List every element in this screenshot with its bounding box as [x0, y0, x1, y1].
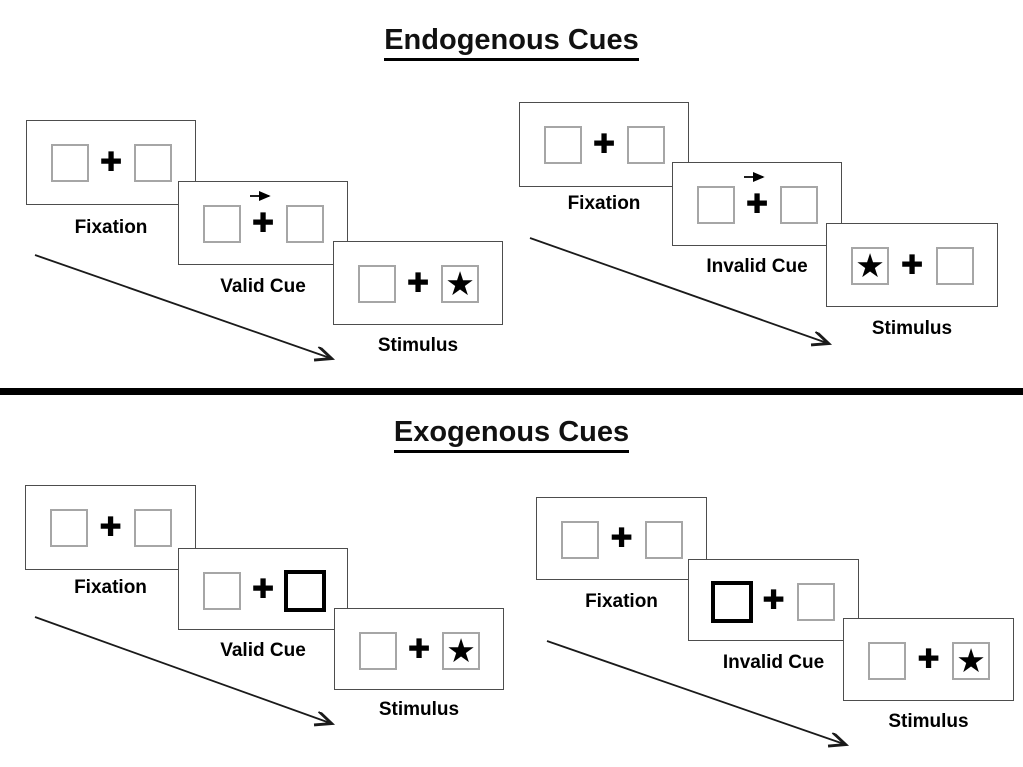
left-highlighted-box — [711, 581, 753, 623]
stimulus-panel: ✚ ★ — [334, 608, 504, 690]
stimulus-panel: ✚ ★ — [843, 618, 1014, 701]
section-title-exogenous: Exogenous Cues — [0, 416, 1023, 453]
section-divider — [0, 388, 1023, 395]
right-target-box: ★ — [952, 642, 990, 680]
panel-label-stimulus: Stimulus — [871, 318, 953, 339]
valid-cue-panel: ✚ — [178, 548, 348, 630]
timeline-arrow — [34, 616, 340, 729]
fixation-panel: ✚ — [519, 102, 689, 187]
right-target-box: ★ — [441, 265, 479, 303]
panel-label-valid-cue: Valid Cue — [220, 640, 306, 661]
left-placeholder-box — [203, 205, 241, 243]
left-placeholder-box — [50, 509, 88, 547]
right-highlighted-box — [284, 570, 326, 612]
section-title-text: Endogenous Cues — [384, 24, 639, 61]
left-placeholder-box — [561, 521, 599, 559]
left-target-box: ★ — [851, 247, 889, 285]
timeline-arrow — [546, 640, 854, 750]
left-placeholder-box — [697, 186, 735, 224]
section-title-text: Exogenous Cues — [393, 416, 630, 453]
star-icon: ★ — [956, 640, 986, 680]
star-icon: ★ — [445, 263, 475, 303]
fixation-panel: ✚ — [26, 120, 196, 205]
right-target-box: ★ — [442, 632, 480, 670]
fixation-panel: ✚ — [536, 497, 707, 580]
right-placeholder-box — [286, 205, 324, 243]
panel-label-stimulus: Stimulus — [888, 711, 969, 732]
panel-label-fixation: Fixation — [567, 193, 641, 214]
right-placeholder-box — [627, 126, 665, 164]
left-placeholder-box — [868, 642, 906, 680]
timeline-arrow — [529, 237, 836, 350]
star-icon: ★ — [446, 630, 476, 670]
panel-label-invalid-cue: Invalid Cue — [706, 256, 808, 277]
stimulus-panel: ★ ✚ — [826, 223, 998, 307]
panel-label-stimulus: Stimulus — [378, 699, 460, 720]
fixation-panel: ✚ — [25, 485, 196, 570]
cue-right-arrow-icon — [743, 170, 771, 188]
section-title-endogenous: Endogenous Cues — [0, 24, 1023, 61]
panel-label-invalid-cue: Invalid Cue — [722, 652, 825, 673]
right-placeholder-box — [780, 186, 818, 224]
left-placeholder-box — [51, 144, 89, 182]
left-placeholder-box — [359, 632, 397, 670]
left-placeholder-box — [203, 572, 241, 610]
invalid-cue-panel: ✚ — [672, 162, 842, 246]
right-placeholder-box — [936, 247, 974, 285]
left-placeholder-box — [544, 126, 582, 164]
right-placeholder-box — [797, 583, 835, 621]
right-placeholder-box — [134, 509, 172, 547]
panel-label-fixation: Fixation — [74, 577, 147, 598]
panel-label-valid-cue: Valid Cue — [220, 276, 306, 297]
stimulus-panel: ✚ ★ — [333, 241, 503, 325]
left-placeholder-box — [358, 265, 396, 303]
panel-label-fixation: Fixation — [585, 591, 658, 612]
panel-label-stimulus: Stimulus — [377, 335, 459, 356]
invalid-cue-panel: ✚ — [688, 559, 859, 641]
timeline-arrow — [34, 254, 340, 366]
right-placeholder-box — [645, 521, 683, 559]
cue-right-arrow-icon — [249, 189, 277, 207]
panel-label-fixation: Fixation — [74, 217, 148, 238]
right-placeholder-box — [134, 144, 172, 182]
star-icon: ★ — [855, 245, 885, 285]
